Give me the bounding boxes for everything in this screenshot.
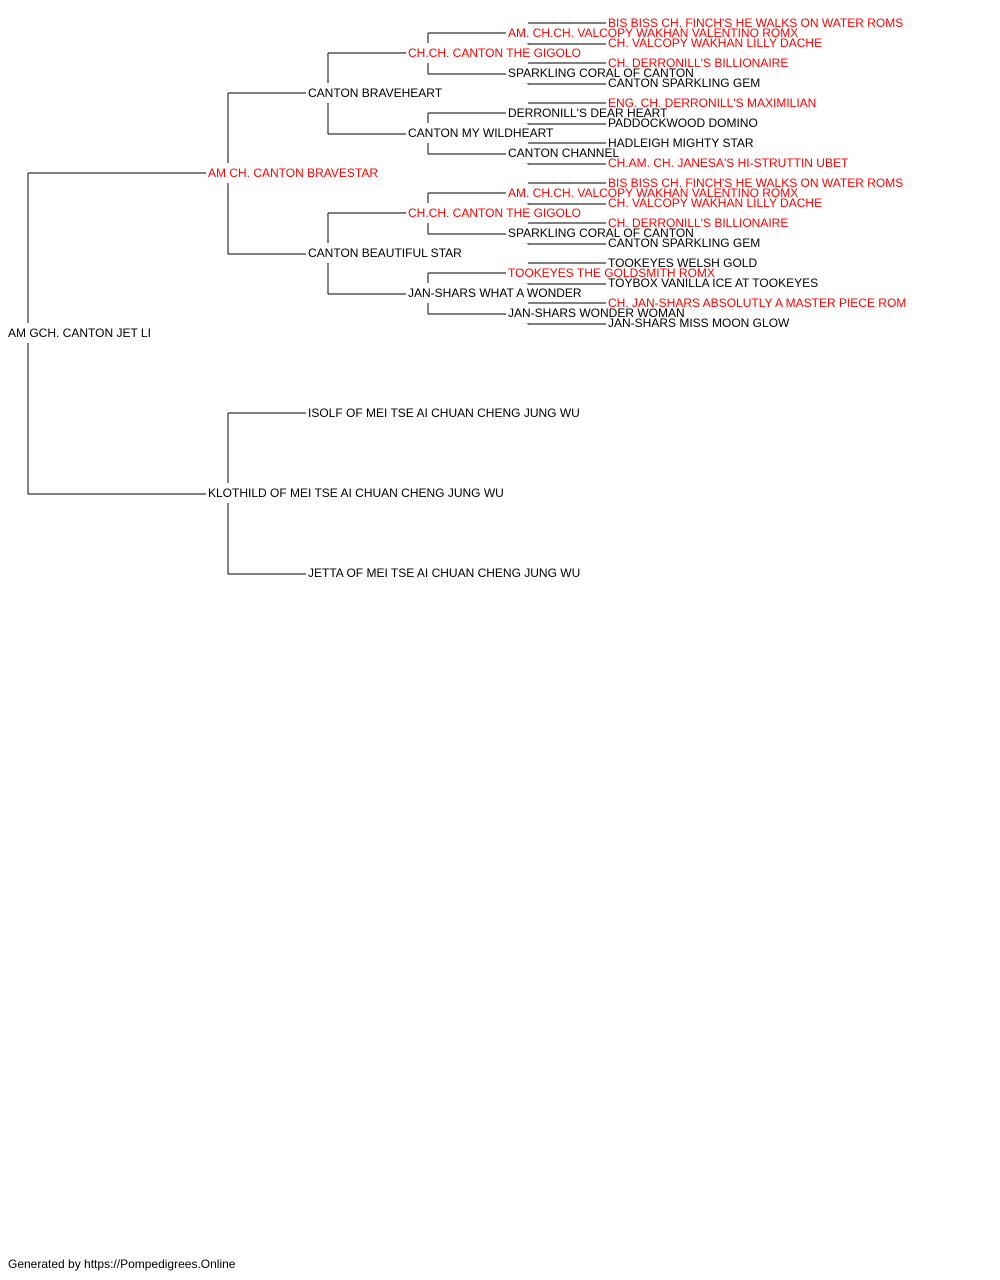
dog-name-gen5: CH.AM. CH. JANESA'S HI-STRUTTIN UBET — [608, 156, 849, 170]
dog-name-gen4: TOOKEYES THE GOLDSMITH ROMX — [508, 266, 715, 280]
dog-name-gen5: JAN-SHARS MISS MOON GLOW — [608, 316, 790, 330]
dog-name-gen4: SPARKLING CORAL OF CANTON — [508, 66, 694, 80]
dog-name-gen5: TOOKEYES WELSH GOLD — [608, 256, 757, 270]
dog-name-gen5: CH. JAN-SHARS ABSOLUTLY A MASTER PIECE R… — [608, 296, 906, 310]
dog-name-gen5: CH. DERRONILL'S BILLIONAIRE — [608, 56, 788, 70]
dog-name-gen5: CH. DERRONILL'S BILLIONAIRE — [608, 216, 788, 230]
dog-name-gen2: CANTON BRAVEHEART — [308, 86, 443, 100]
dog-name-gen3: CANTON MY WILDHEART — [408, 126, 554, 140]
dog-name-gen2: JETTA OF MEI TSE AI CHUAN CHENG JUNG WU — [308, 566, 580, 580]
dog-name-gen1: AM CH. CANTON BRAVESTAR — [208, 166, 378, 180]
dog-name-gen5: CANTON SPARKLING GEM — [608, 76, 760, 90]
dog-name-gen3: CH.CH. CANTON THE GIGOLO — [408, 206, 581, 220]
dog-name-gen2: ISOLF OF MEI TSE AI CHUAN CHENG JUNG WU — [308, 406, 580, 420]
dog-name-gen3: JAN-SHARS WHAT A WONDER — [408, 286, 582, 300]
dog-name-gen2: CANTON BEAUTIFUL STAR — [308, 246, 462, 260]
dog-name-gen4: AM. CH.CH. VALCOPY WAKHAN VALENTINO ROMX — [508, 186, 798, 200]
dog-name-gen3: CH.CH. CANTON THE GIGOLO — [408, 46, 581, 60]
dog-name-gen5: PADDOCKWOOD DOMINO — [608, 116, 758, 130]
dog-name-gen5: CH. VALCOPY WAKHAN LILLY DACHE — [608, 196, 822, 210]
dog-name-gen5: BIS BISS CH. FINCH'S HE WALKS ON WATER R… — [608, 16, 903, 30]
dog-name-gen4: JAN-SHARS WONDER WOMAN — [508, 306, 685, 320]
dog-name-gen5: BIS BISS CH. FINCH'S HE WALKS ON WATER R… — [608, 176, 903, 190]
dog-name-gen5: TOYBOX VANILLA ICE AT TOOKEYES — [608, 276, 818, 290]
footer-credit: Generated by https://Pompedigrees.Online — [8, 1257, 236, 1271]
dog-name-gen0: AM GCH. CANTON JET LI — [8, 326, 151, 340]
dog-name-gen4: SPARKLING CORAL OF CANTON — [508, 226, 694, 240]
dog-name-gen5: CANTON SPARKLING GEM — [608, 236, 760, 250]
dog-name-gen4: AM. CH.CH. VALCOPY WAKHAN VALENTINO ROMX — [508, 26, 798, 40]
dog-name-gen4: CANTON CHANNEL — [508, 146, 619, 160]
dog-name-gen4: DERRONILL'S DEAR HEART — [508, 106, 668, 120]
dog-name-gen5: CH. VALCOPY WAKHAN LILLY DACHE — [608, 36, 822, 50]
dog-name-gen5: ENG. CH. DERRONILL'S MAXIMILIAN — [608, 96, 816, 110]
dog-name-gen1: KLOTHILD OF MEI TSE AI CHUAN CHENG JUNG … — [208, 486, 504, 500]
dog-name-gen5: HADLEIGH MIGHTY STAR — [608, 136, 754, 150]
